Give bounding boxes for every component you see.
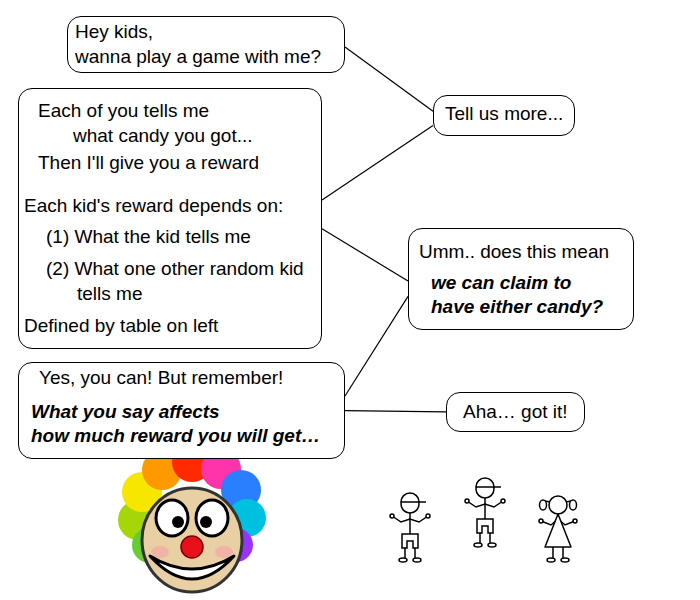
figure-body bbox=[409, 513, 411, 534]
clown-eye bbox=[156, 500, 188, 536]
figure-hand bbox=[390, 514, 394, 518]
speech-tail-line bbox=[345, 47, 433, 111]
speech-tail-line bbox=[322, 126, 433, 200]
bubble-text: we can claim to have either candy? bbox=[431, 271, 623, 320]
figure-foot bbox=[547, 558, 555, 562]
figure-head bbox=[549, 496, 567, 514]
line-break-spacer bbox=[179, 20, 337, 44]
speech-bubble: Yes, you can! But remember! What you say … bbox=[18, 362, 345, 459]
bubble-text: Umm.. does this mean bbox=[419, 240, 623, 265]
figure-cap bbox=[401, 493, 419, 502]
figure-body bbox=[484, 498, 486, 519]
speech-bubble: Tell us more... bbox=[433, 95, 575, 136]
figure-arms bbox=[392, 516, 428, 522]
bubble-text: Yes, you can! But remember! bbox=[39, 366, 334, 391]
speech-bubble: Umm.. does this mean we can claim to have… bbox=[408, 228, 634, 330]
figure-foot bbox=[413, 558, 421, 562]
clown-mouth bbox=[150, 556, 234, 579]
bubble-text: Each of you tells me what candy you got.… bbox=[73, 99, 313, 148]
figure-hand bbox=[539, 519, 543, 523]
stick-girl bbox=[539, 496, 577, 562]
line-break-spacer bbox=[241, 400, 334, 424]
figure-pigtail bbox=[570, 500, 577, 510]
bubble-text: (1) What the kid tells me bbox=[46, 225, 313, 250]
stick-boy bbox=[390, 493, 430, 562]
bubble-text: What you say affects how much reward you… bbox=[31, 400, 334, 449]
figure-legs bbox=[553, 547, 563, 558]
clown-eye bbox=[196, 500, 228, 536]
figure-shorts bbox=[402, 534, 418, 548]
clown bbox=[118, 442, 266, 592]
clown-pupil bbox=[200, 516, 212, 528]
clown-nose bbox=[181, 536, 203, 558]
figure-foot bbox=[488, 543, 496, 547]
figure-dress bbox=[545, 514, 571, 547]
figure-legs bbox=[405, 548, 415, 558]
figure-hand bbox=[573, 519, 577, 523]
speech-bubble: Each of you tells me what candy you got.… bbox=[18, 88, 322, 349]
bubble-text: Aha… got it! bbox=[463, 400, 568, 425]
figure-hand bbox=[465, 499, 469, 503]
figure-hand bbox=[426, 514, 430, 518]
figure-foot bbox=[561, 558, 569, 562]
bubble-text: Then I'll give you a reward bbox=[38, 151, 313, 176]
figure-cap-brim bbox=[494, 486, 501, 488]
speech-bubble: Hey kids, wanna play a game with me? bbox=[67, 16, 345, 73]
bubble-text: (2) What one other random kid tells me bbox=[77, 257, 313, 306]
stick-boy bbox=[465, 478, 505, 547]
speech-bubble: Aha… got it! bbox=[446, 392, 585, 432]
speech-tail-line bbox=[322, 229, 408, 281]
line-break-spacer bbox=[593, 271, 623, 295]
bubble-text: Each kid's reward depends on: bbox=[24, 194, 313, 219]
clown-face bbox=[142, 488, 242, 592]
speech-tail-line bbox=[345, 296, 408, 396]
clown-cheek bbox=[215, 546, 233, 558]
bubble-text: Tell us more... bbox=[445, 102, 563, 127]
figure-pigtail bbox=[540, 500, 547, 510]
bubble-text: Defined by table on left bbox=[24, 314, 313, 339]
clown-cheek bbox=[151, 546, 169, 558]
figure-cap-brim bbox=[419, 501, 426, 503]
figure-legs bbox=[480, 533, 490, 543]
bubble-text: Hey kids, wanna play a game with me? bbox=[75, 20, 337, 69]
figure-hand bbox=[501, 499, 505, 503]
figure-foot bbox=[474, 543, 482, 547]
figure-foot bbox=[399, 558, 407, 562]
speech-tail-line bbox=[345, 411, 446, 412]
clown-pupil bbox=[172, 516, 184, 528]
figure-arms bbox=[467, 501, 503, 507]
figure-shorts bbox=[477, 519, 493, 533]
figure-cap bbox=[476, 478, 494, 487]
line-break-spacer bbox=[228, 99, 313, 123]
